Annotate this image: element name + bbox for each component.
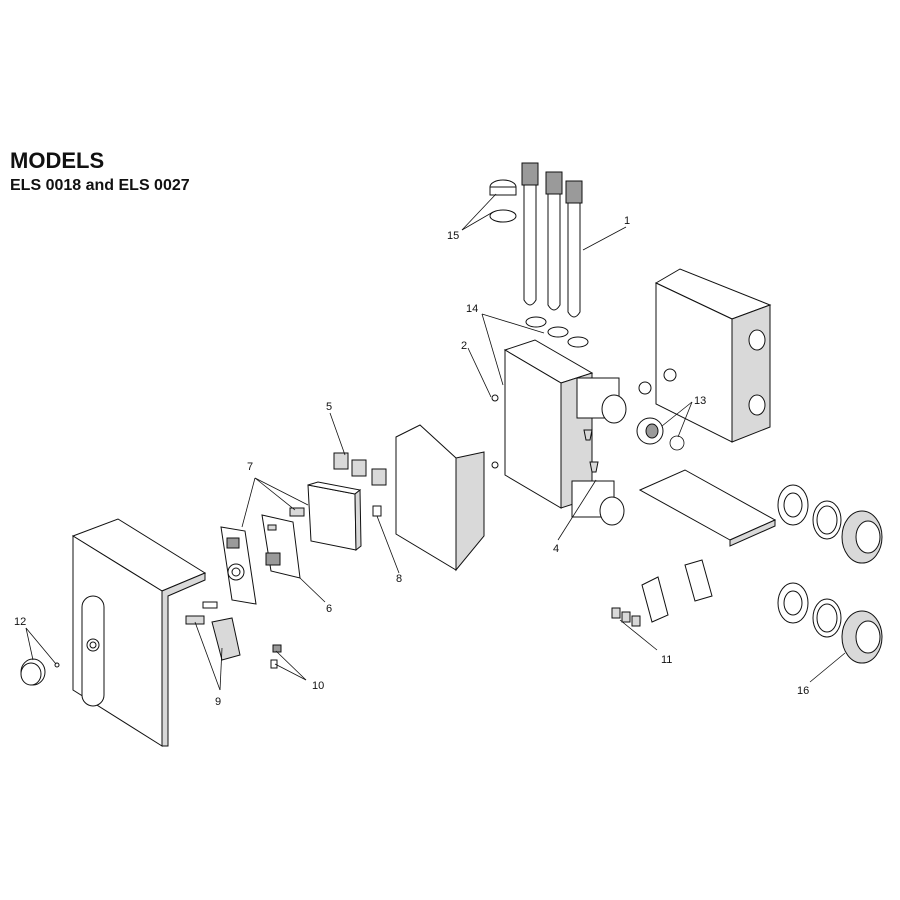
part-1-heating-elements [521, 162, 583, 318]
part-11-clamps [611, 559, 713, 627]
heater-manifold [491, 339, 627, 526]
callout-5: 5 [326, 401, 332, 413]
callout-13: 13 [694, 395, 706, 407]
callout-2: 2 [461, 340, 467, 352]
callout-6: 6 [326, 603, 332, 615]
part-5-switches [333, 452, 387, 486]
callout-7: 7 [247, 461, 253, 473]
control-panel-plate [220, 526, 257, 605]
electrical-box [289, 481, 362, 552]
callout-labels: 1 2 4 5 6 7 8 9 10 11 12 13 14 15 16 [14, 215, 809, 708]
back-housing [638, 268, 772, 443]
leader-lines [25, 193, 846, 691]
callout-8: 8 [396, 573, 402, 585]
callout-11: 11 [661, 654, 672, 666]
callout-10: 10 [312, 680, 324, 692]
part-15-plug [489, 179, 517, 223]
callout-16: 16 [797, 685, 809, 697]
callout-12: 12 [14, 616, 26, 628]
models-heading: MODELS [10, 148, 105, 173]
callout-14: 14 [466, 303, 478, 315]
callout-1: 1 [624, 215, 630, 227]
models-subheading: ELS 0018 and ELS 0027 [10, 177, 190, 194]
inner-panel [395, 424, 485, 572]
part-12-knob [20, 658, 60, 686]
part-14-orings [525, 316, 589, 348]
part-8-connector [372, 505, 382, 517]
callout-15: 15 [447, 230, 459, 242]
front-cover [71, 518, 207, 747]
bottom-bracket [638, 469, 777, 547]
part-13-flow-switch [583, 417, 685, 473]
part-9-terminal-blocks [185, 601, 241, 661]
part-6-circuit-board [261, 514, 301, 579]
callout-4: 4 [553, 543, 559, 555]
callout-9: 9 [215, 696, 221, 708]
part-16-unions [777, 484, 883, 664]
